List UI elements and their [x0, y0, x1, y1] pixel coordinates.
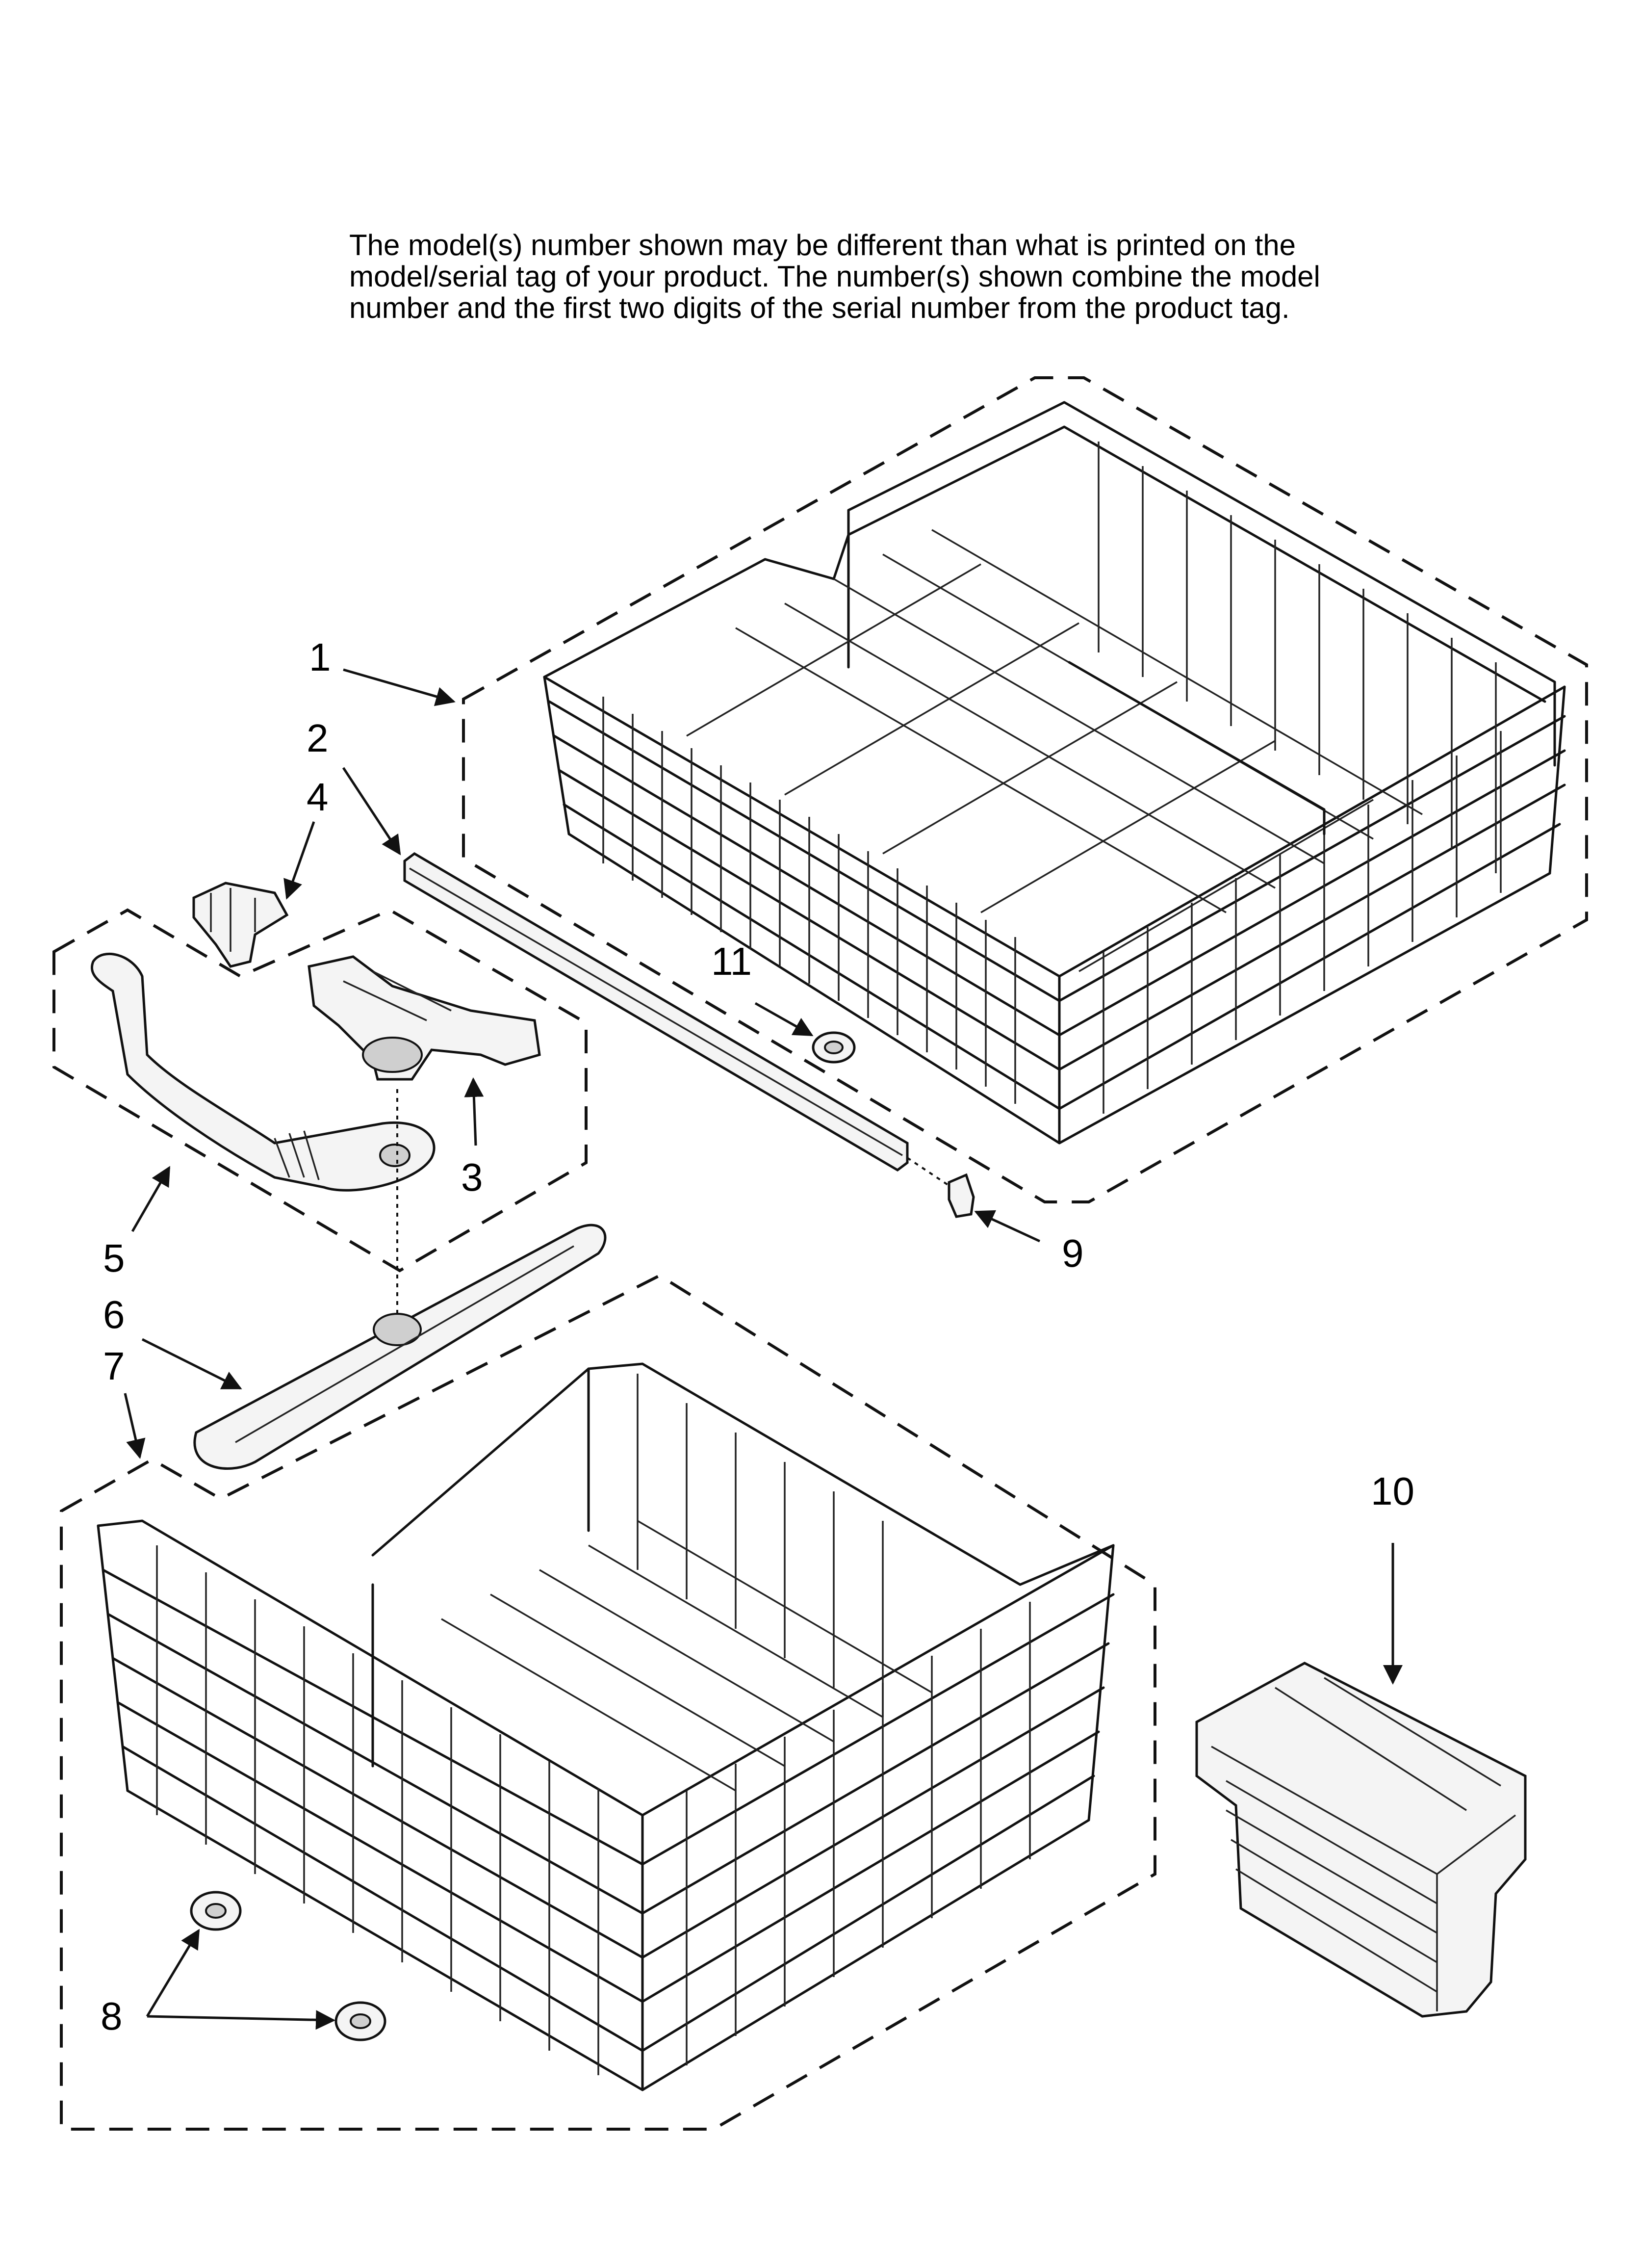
- wheel-part-8-left[interactable]: [190, 1891, 242, 1931]
- leader-2: [342, 767, 401, 856]
- callout-6: 6: [103, 1293, 125, 1336]
- leader-9: [974, 1210, 1041, 1243]
- feed-tube-part-5[interactable]: [90, 953, 436, 1192]
- callout-8: 8: [101, 1994, 123, 2038]
- endcap-part-9[interactable]: [948, 1173, 975, 1218]
- lower-rack-group: [60, 1274, 1156, 2131]
- note-line-1: The model(s) number shown may be differe…: [349, 229, 1296, 261]
- manifold-part-3[interactable]: [308, 955, 541, 1081]
- upper-rack-drawing[interactable]: [543, 401, 1566, 1145]
- leader-3: [464, 1077, 484, 1146]
- callout-2: 2: [307, 716, 329, 760]
- leader-11: [754, 1002, 814, 1037]
- wheel-part-8-right[interactable]: [334, 2001, 386, 2041]
- silverware-basket-part-10[interactable]: [1195, 1662, 1527, 2018]
- leader-4: [283, 821, 315, 900]
- leader-8a: [146, 1929, 200, 2017]
- callout-4: 4: [307, 775, 329, 819]
- upper-rack-group: [462, 376, 1588, 1203]
- lower-spray-arm-part-6[interactable]: [193, 1224, 607, 1470]
- callout-7: 7: [103, 1344, 125, 1388]
- callout-5: 5: [103, 1236, 125, 1280]
- rail-part-2[interactable]: [403, 852, 909, 1172]
- callout-3: 3: [461, 1155, 483, 1199]
- leader-6: [141, 1338, 242, 1390]
- lower-rack-drawing[interactable]: [97, 1362, 1115, 2091]
- callout-10: 10: [1371, 1469, 1414, 1513]
- clip-part-4[interactable]: [192, 882, 289, 968]
- upper-rack-boundary: [462, 376, 1588, 1203]
- manifold-assembly-boundary: [52, 908, 588, 1273]
- callout-9: 9: [1062, 1231, 1084, 1275]
- callout-11: 11: [711, 939, 752, 983]
- note-line-3: number and the first two digits of the s…: [349, 291, 1290, 324]
- callout-1: 1: [309, 635, 331, 679]
- leader-7: [124, 1393, 146, 1459]
- lower-rack-boundary: [60, 1274, 1156, 2131]
- wheel-part-11[interactable]: [812, 1031, 856, 1064]
- leader-5: [131, 1166, 171, 1232]
- leader-1: [343, 668, 456, 706]
- leader-8b: [147, 2010, 335, 2030]
- alignment-line-clip: [906, 1157, 952, 1188]
- note-line-2: model/serial tag of your product. The nu…: [349, 260, 1320, 293]
- model-number-note: The model(s) number shown may be differe…: [349, 230, 1477, 324]
